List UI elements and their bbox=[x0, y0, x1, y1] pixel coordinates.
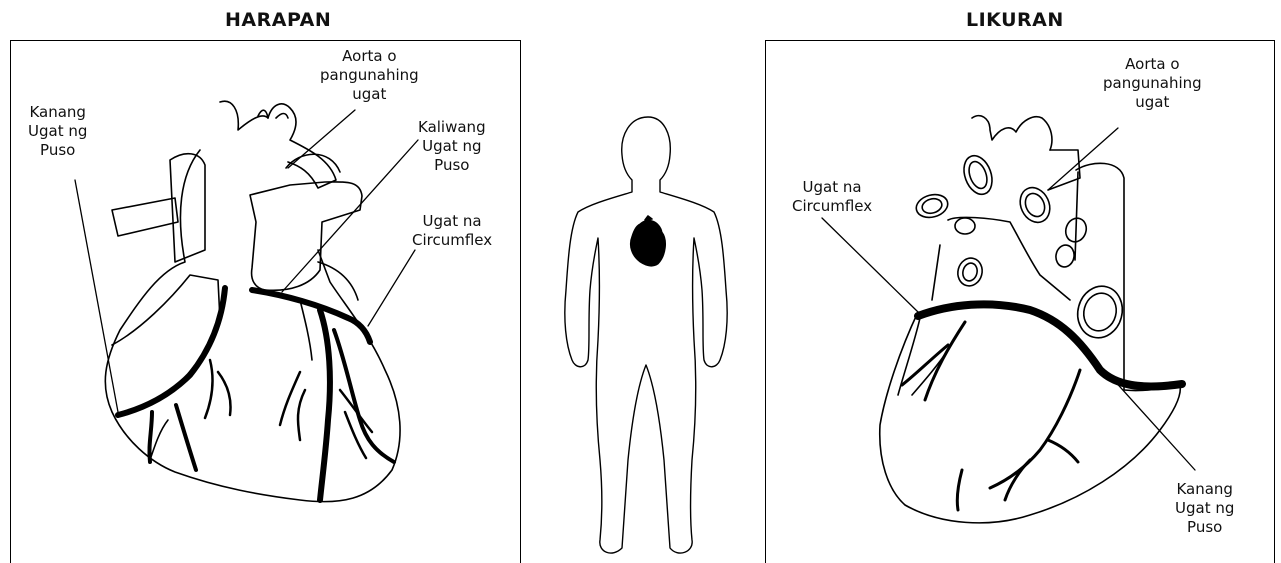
front-label-aorta: Aorta o pangunahing ugat bbox=[320, 47, 419, 104]
front-circumflex-leader bbox=[368, 250, 415, 326]
front-right-coronary-leader bbox=[75, 180, 118, 412]
back-label-circumflex: Ugat na Circumflex bbox=[792, 178, 872, 216]
back-aorta-leader bbox=[1048, 128, 1118, 190]
back-label-aorta: Aorta o pangunahing ugat bbox=[1103, 55, 1202, 112]
back-coronary-vessels bbox=[918, 304, 1182, 386]
back-leader-lines bbox=[822, 128, 1195, 470]
body-silhouette bbox=[565, 117, 727, 553]
front-label-right-coronary: Kanang Ugat ng Puso bbox=[28, 103, 87, 160]
back-right-coronary-leader bbox=[1112, 378, 1195, 470]
back-coronary-branches bbox=[902, 322, 1080, 510]
back-label-right-coronary: Kanang Ugat ng Puso bbox=[1175, 480, 1234, 537]
body-heart-icon bbox=[630, 216, 665, 266]
front-label-left-coronary: Kaliwang Ugat ng Puso bbox=[418, 118, 486, 175]
front-coronary-vessels bbox=[118, 288, 394, 500]
back-circumflex-leader bbox=[822, 218, 918, 312]
front-left-coronary-leader bbox=[282, 140, 418, 292]
front-label-circumflex: Ugat na Circumflex bbox=[412, 212, 492, 250]
front-leader-lines bbox=[75, 110, 418, 412]
